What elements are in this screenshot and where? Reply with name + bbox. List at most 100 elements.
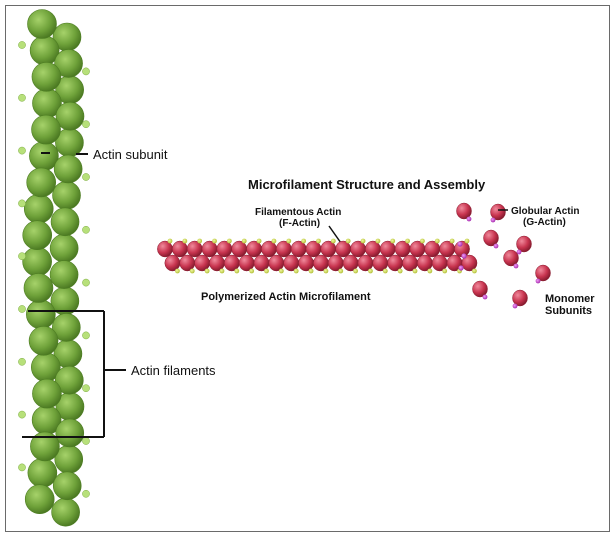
f-actin-subunit [342, 254, 359, 272]
f-actin-subunit [275, 240, 292, 258]
green-subunit-nub [18, 252, 26, 261]
green-subunit-nub [18, 93, 26, 102]
f-actin-subunit [365, 240, 381, 258]
atp-bead [323, 268, 329, 274]
green-subunit-nub [82, 225, 90, 234]
atp-bead [316, 238, 321, 244]
atp-bead [249, 268, 255, 274]
f-actin-subunit [409, 240, 426, 258]
atp-bead [382, 268, 388, 274]
green-actin-subunit [23, 273, 54, 303]
green-actin-subunit [53, 154, 83, 184]
atp-bead [353, 268, 359, 274]
f-actin-subunit [201, 240, 218, 258]
green-actin-subunit [49, 233, 79, 263]
g-actin-monomers [456, 202, 551, 309]
f-actin-subunit [431, 254, 448, 272]
g-actin-monomer [503, 249, 519, 267]
green-actin-subunit [55, 418, 85, 448]
f-actin-subunit [209, 254, 225, 272]
f-actin-subunit [223, 254, 240, 272]
green-actin-subunit [50, 207, 80, 237]
atp-bead [219, 268, 225, 274]
green-actin-subunit [52, 181, 81, 210]
atp-bead [368, 268, 373, 274]
f-actin-subunit [238, 254, 255, 272]
green-actin-subunit [26, 299, 56, 330]
f-actin-subunit [350, 240, 366, 258]
green-subunit-nub [82, 173, 90, 181]
atp-bead [472, 268, 477, 274]
atp-bead [197, 238, 203, 244]
monomer-atp-bead [466, 216, 472, 222]
atp-bead [293, 268, 299, 274]
atp-bead [264, 268, 269, 274]
f-actin-subunit [394, 240, 411, 258]
green-subunit-nub [82, 384, 90, 393]
polymerized-actin-filament [157, 238, 478, 274]
green-actin-subunit [27, 457, 58, 488]
atp-bead [375, 238, 381, 244]
atp-bead [301, 238, 307, 244]
f-actin-subunit [164, 254, 181, 272]
f-actin-subunit [327, 254, 344, 272]
figure-title: Microfilament Structure and Assembly [248, 177, 486, 192]
atp-bead [241, 238, 247, 244]
green-actin-subunit [31, 114, 61, 145]
atp-bead [434, 238, 440, 244]
green-subunit-nub [18, 305, 26, 313]
actin-subunit-label: Actin subunit [93, 147, 168, 162]
f-actin-subunit [417, 254, 433, 272]
atp-bead [345, 238, 351, 244]
f-actin-subunit [372, 254, 389, 272]
g-actin-monomer [512, 289, 528, 307]
green-actin-subunit [54, 365, 84, 395]
monomer-label-line2: Subunits [545, 305, 592, 317]
green-actin-subunit [26, 167, 57, 198]
green-subunit-nub [82, 120, 90, 129]
g-actin-monomer [483, 229, 499, 247]
green-actin-subunit [55, 101, 85, 131]
f-actin-subunit [298, 254, 314, 272]
polymerized-label: Polymerized Actin Microfilament [201, 291, 371, 303]
f-actin-subunit [186, 240, 203, 258]
atp-bead [330, 238, 336, 244]
green-subunit-nub [18, 357, 26, 366]
f-actin-subunit [268, 254, 285, 272]
green-actin-subunit [29, 141, 59, 171]
f-actin-leader [328, 225, 342, 244]
atp-bead [397, 268, 403, 274]
f-actin-subunit [253, 254, 270, 272]
atp-bead [182, 238, 188, 244]
atp-bead [189, 268, 195, 274]
atp-bead [286, 238, 292, 244]
f-actin-subunit [402, 254, 418, 272]
green-actin-subunit [23, 194, 54, 224]
green-actin-subunit [54, 49, 83, 78]
f-actin-subunit [283, 254, 300, 272]
g-actin-label-line1: Globular Actin [511, 206, 580, 217]
green-subunit-nub [18, 199, 26, 208]
atp-bead [390, 238, 396, 244]
atp-bead [212, 238, 217, 244]
monomer-atp-bead [535, 278, 541, 284]
green-actin-subunit [31, 62, 62, 92]
monomer-atp-bead [490, 217, 496, 223]
atp-bead [278, 268, 284, 274]
g-actin-monomer [456, 202, 472, 220]
f-actin-subunit [439, 240, 455, 258]
f-actin-label-line2: (F-Actin) [279, 218, 320, 229]
green-actin-subunit [32, 378, 62, 409]
f-actin-subunit [216, 240, 233, 258]
green-actin-filament [18, 9, 90, 527]
atp-bead [420, 238, 425, 244]
actin-filaments-bracket [22, 310, 126, 438]
atp-bead [442, 268, 448, 274]
atp-bead [427, 268, 433, 274]
green-actin-subunit [22, 246, 52, 277]
green-actin-subunit [49, 260, 79, 289]
f-actin-subunit [313, 254, 329, 272]
f-actin-subunit [320, 240, 337, 258]
g-actin-monomer [472, 280, 488, 298]
